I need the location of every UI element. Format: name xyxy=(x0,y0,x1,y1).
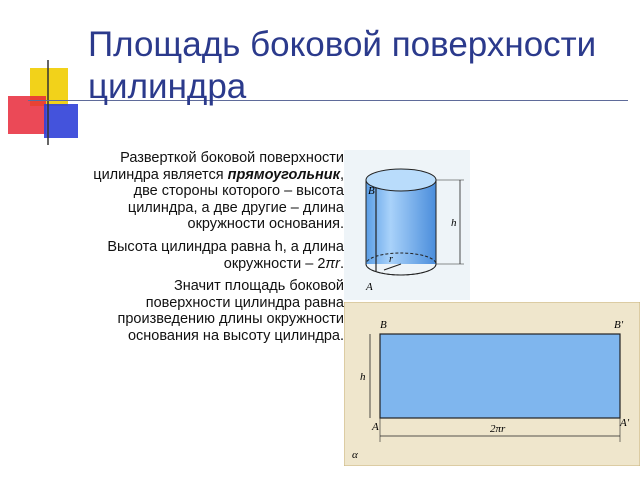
unrolled-figure: B B′ A A′ h 2πr α xyxy=(344,302,640,466)
cylinder-label-h: h xyxy=(451,217,457,229)
paragraph-2: Высота цилиндра равна h, а длина окружно… xyxy=(86,239,344,272)
paragraph-2-math: πr xyxy=(325,255,340,272)
cylinder-label-B: B xyxy=(368,185,375,197)
unrolled-rectangle xyxy=(379,333,621,419)
cylinder-label-r: r xyxy=(389,254,393,265)
unrolled-label-B: B xyxy=(380,319,387,331)
unrolled-label-h: h xyxy=(360,371,366,383)
red-square xyxy=(8,96,46,134)
cylinder-top xyxy=(365,168,437,192)
title-underline xyxy=(28,100,628,101)
paragraph-1-part-b: , две стороны которого – высота цилиндра… xyxy=(127,166,344,233)
cylinder-figure: B A h r xyxy=(344,150,470,300)
cylinder-body xyxy=(366,180,436,264)
unrolled-label-A-prime: A′ xyxy=(619,417,630,429)
blue-square xyxy=(44,104,78,138)
paragraph-2-part-b: . xyxy=(339,255,344,272)
unrolled-label-2pir: 2πr xyxy=(490,423,506,435)
unrolled-label-A: A xyxy=(371,421,379,433)
paragraph-1: Разверткой боковой поверхности цилиндра … xyxy=(86,150,344,233)
cylinder-radius xyxy=(383,263,402,271)
paragraph-1-part-a: Разверткой боковой поверхности цилиндра … xyxy=(93,150,344,183)
paragraph-2-part-a: Высота цилиндра равна h, а длина окружно… xyxy=(107,238,344,272)
slide-body: Разверткой боковой поверхности цилиндра … xyxy=(86,150,344,351)
slide-title: Площадь боковой поверхности цилиндра xyxy=(88,25,597,106)
decorative-squares xyxy=(8,60,78,145)
keyword-rectangle: прямоугольник xyxy=(227,166,340,183)
cylinder-bottom-front xyxy=(365,263,437,276)
unrolled-label-B-prime: B′ xyxy=(614,319,624,331)
paragraph-3: Значит площадь боковой поверхности цилин… xyxy=(117,278,344,344)
unrolled-label-alpha: α xyxy=(352,449,358,461)
cylinder-label-A: A xyxy=(365,281,373,293)
